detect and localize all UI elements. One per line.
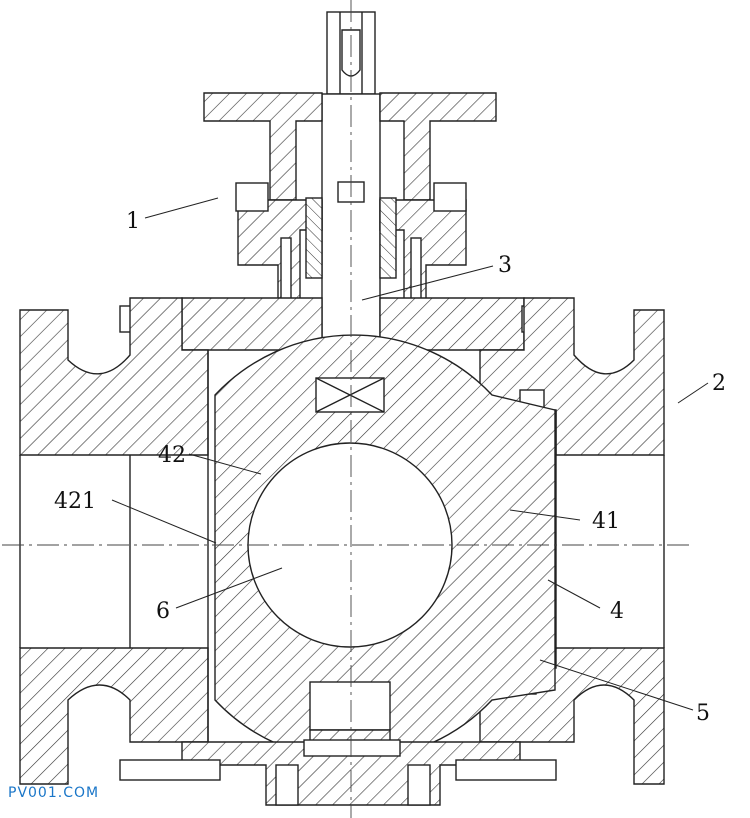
bonnet-bolts	[235, 182, 467, 329]
bottom-trunnion	[119, 681, 557, 806]
bonnet	[237, 181, 467, 301]
ball	[214, 334, 556, 761]
label-3: 3	[498, 253, 512, 278]
label-4: 4	[610, 599, 624, 624]
label-42: 42	[158, 443, 186, 468]
label-6: 6	[156, 599, 170, 624]
leader-lines	[111, 197, 709, 711]
label-1: 1	[126, 209, 140, 234]
left-body	[19, 297, 209, 785]
centerlines	[2, 0, 690, 818]
label-41: 41	[592, 509, 620, 534]
label-5: 5	[696, 701, 710, 726]
label-2: 2	[712, 371, 726, 396]
stem-drive-block	[315, 377, 385, 413]
label-421: 421	[54, 489, 96, 514]
watermark: PV001.COM	[8, 785, 100, 801]
